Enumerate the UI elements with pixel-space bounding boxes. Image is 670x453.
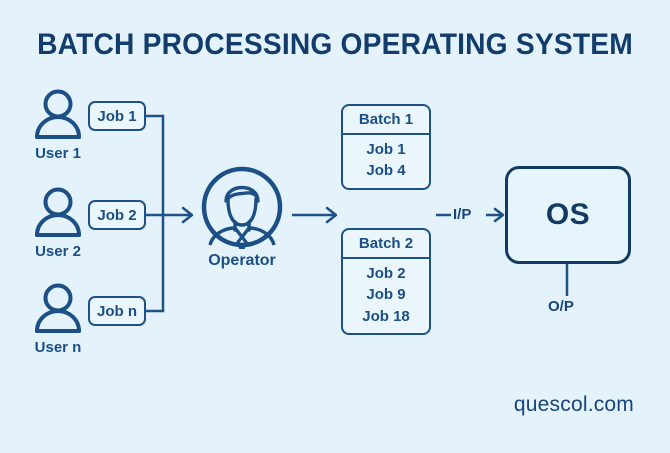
user-icon — [35, 283, 81, 333]
page-title: BATCH PROCESSING OPERATING SYSTEM — [37, 28, 633, 61]
operator-label: Operator — [208, 252, 276, 269]
job-box-2[interactable]: Job 2 — [88, 200, 146, 230]
user-label: User n — [34, 339, 82, 356]
operator-block: Operator — [197, 165, 287, 270]
batch-job-item: Job 4 — [366, 162, 406, 180]
batch-job-list: Job 2 Job 9 Job 18 — [343, 259, 429, 333]
job-box-label: Job 1 — [97, 107, 137, 125]
user-icon — [35, 187, 81, 237]
operator-avatar-icon — [201, 166, 283, 249]
job-box-label: Job 2 — [97, 206, 137, 224]
input-label: I/P — [453, 206, 472, 223]
user-label: User 1 — [35, 145, 81, 162]
user-icon — [35, 89, 81, 139]
job-box-3[interactable]: Job n — [88, 296, 146, 326]
watermark: quescol.com — [513, 393, 634, 416]
user-block-2: User 2 — [22, 186, 94, 260]
output-label: O/P — [548, 298, 574, 315]
batch-title: Batch 1 — [343, 106, 429, 135]
batch-box-2[interactable]: Batch 2 Job 2 Job 9 Job 18 — [341, 228, 431, 335]
user-block-1: User 1 — [22, 88, 94, 162]
batch-job-item: Job 9 — [366, 286, 406, 304]
batch-job-item: Job 1 — [366, 141, 406, 158]
batch-job-list: Job 1 Job 4 — [343, 135, 429, 188]
os-label: OS — [545, 198, 591, 231]
batch-box-1[interactable]: Batch 1 Job 1 Job 4 — [341, 104, 431, 190]
user-label: User 2 — [35, 243, 81, 260]
job-box-1[interactable]: Job 1 — [88, 101, 146, 131]
batch-job-item: Job 2 — [366, 265, 406, 282]
batch-title: Batch 2 — [343, 230, 429, 259]
job-box-label: Job n — [97, 302, 137, 320]
os-box[interactable]: OS — [505, 166, 631, 264]
user-block-3: User n — [22, 282, 94, 356]
batch-job-item: Job 18 — [362, 307, 410, 325]
